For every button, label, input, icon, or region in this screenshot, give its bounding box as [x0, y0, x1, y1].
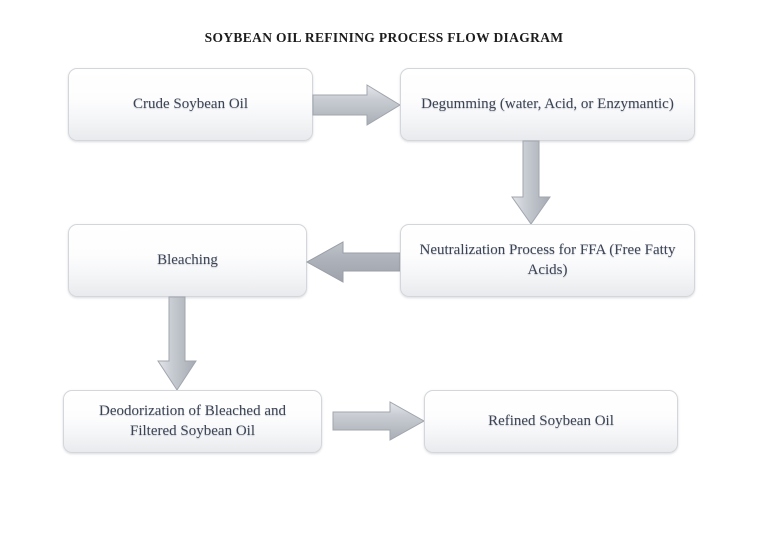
- node-label: Crude Soybean Oil: [133, 95, 248, 112]
- connector-arrow-down-degumming-to-neutralization: [511, 140, 551, 225]
- connector-arrow-left-neutralization-to-bleaching: [305, 241, 401, 283]
- connector-arrow-right-deodorization-to-refined: [332, 401, 426, 441]
- node-label: Bleaching: [157, 251, 218, 268]
- page-title: SOYBEAN OIL REFINING PROCESS FLOW DIAGRA…: [204, 30, 564, 45]
- process-node-deodorization[interactable]: Deodorization of Bleached and Filtered S…: [63, 390, 322, 453]
- process-node-crude-soybean-oil[interactable]: Crude Soybean Oil: [68, 68, 313, 141]
- process-node-neutralization[interactable]: Neutralization Process for FFA (Free Fat…: [400, 224, 695, 297]
- connector-arrow-down-bleaching-to-deodorization: [157, 296, 197, 391]
- process-node-bleaching[interactable]: Bleaching: [68, 224, 307, 297]
- process-node-degumming[interactable]: Degumming (water, Acid, or Enzymantic): [400, 68, 695, 141]
- connector-arrow-right-crude-to-degumming: [312, 84, 401, 126]
- process-node-refined-soybean-oil[interactable]: Refined Soybean Oil: [424, 390, 678, 453]
- node-label: Refined Soybean Oil: [488, 412, 614, 429]
- node-label: Neutralization Process for FFA (Free Fat…: [419, 241, 676, 278]
- node-label: Degumming (water, Acid, or Enzymantic): [421, 95, 674, 112]
- node-label: Deodorization of Bleached and Filtered S…: [98, 402, 286, 439]
